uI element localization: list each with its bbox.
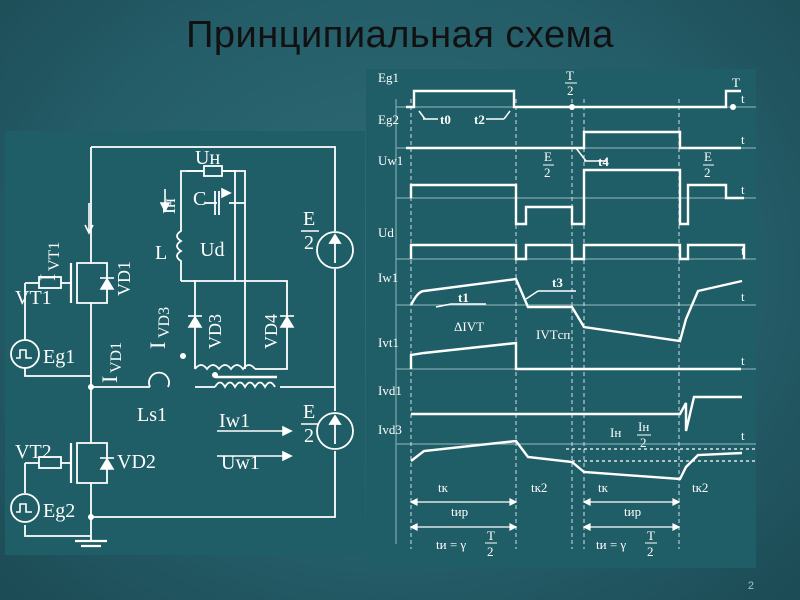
label-ivt1-sub: VT1 <box>46 242 63 271</box>
diode-vd1-icon <box>99 277 115 290</box>
mark-ti-2: tи = γ <box>596 537 626 552</box>
label-ls1: Ls1 <box>137 404 167 426</box>
axis-t-label: t <box>741 132 745 147</box>
mark-ti-2-1: 2 <box>487 544 494 559</box>
page-number: 2 <box>747 580 754 592</box>
axis-t-label: t <box>741 182 745 197</box>
mark-ivt-sp: IVTсп <box>536 327 570 342</box>
load-resistor-icon <box>203 165 223 177</box>
mark-e-half-den-1: 2 <box>544 165 551 180</box>
mark-t-half-den: 2 <box>567 83 574 98</box>
label-vd1-top: VD1 <box>114 261 134 296</box>
mark-t2: t2 <box>474 112 485 127</box>
axis-t-label: t <box>741 353 745 368</box>
label-e-top-den: 2 <box>304 232 314 254</box>
label-iw1: Iw1 <box>219 410 250 432</box>
mark-ti-t-2: T <box>647 528 655 543</box>
mark-tir-2: tир <box>624 504 641 519</box>
label-eg1: Eg1 <box>43 346 75 368</box>
axis-t-label: t <box>741 428 745 443</box>
mark-tir-1: tир <box>451 504 468 519</box>
mark-t-full: T <box>732 75 740 90</box>
circuit-diagram-panel: Uн Iн C L Ud I VT1 VD1 VT1 Eg1 I VD1 I V… <box>5 131 365 555</box>
label-in: Iн <box>159 198 179 214</box>
slide-title: Принципиальная схема <box>186 14 614 56</box>
label-un: Uн <box>195 147 220 169</box>
label-l: L <box>155 242 167 264</box>
axis-t-label: t <box>741 289 745 304</box>
mark-tk2-2: tк2 <box>692 480 708 495</box>
label-ivd1-sub: VD1 <box>108 342 125 373</box>
label-ivd1-i: I <box>97 376 122 383</box>
mark-ti-t-1: T <box>487 528 495 543</box>
mark-ih: Iн <box>610 425 621 440</box>
waveform-row-labels: Eg1 Eg2 Uw1 Ud Iw1 Ivt1 Ivd1 Ivd3 <box>378 70 403 437</box>
mark-e-half-num-2: E <box>704 149 712 164</box>
mark-t1: t1 <box>458 290 469 305</box>
mark-t4: t4 <box>598 154 609 169</box>
mark-e-half-num-1: E <box>544 149 552 164</box>
row-label-eg2: Eg2 <box>378 112 399 127</box>
mark-delta-ivt: ΔIVT <box>454 319 484 334</box>
label-c: C <box>193 188 206 210</box>
axis-t-label: t <box>741 243 745 258</box>
label-ivd3-i: I <box>145 342 170 349</box>
mark-ih-half-den: 2 <box>640 435 647 450</box>
label-ud: Ud <box>200 239 224 261</box>
row-label-ivd1: Ivd1 <box>378 383 402 398</box>
label-ivd3-sub: VD3 <box>156 307 173 338</box>
generator-eg1-icon <box>10 339 40 369</box>
mark-ih-half-num: Iн <box>638 419 649 434</box>
timing-diagram: Eg1 Eg2 Uw1 Ud Iw1 Ivt1 Ivd1 Ivd3 t t t … <box>378 68 771 559</box>
diode-vd4-icon <box>279 315 295 328</box>
mark-e-half-den-2: 2 <box>704 165 711 180</box>
label-vt1: VT1 <box>15 287 52 309</box>
label-eg2: Eg2 <box>43 500 75 522</box>
diode-vd2-icon <box>99 457 115 470</box>
row-label-ivd3: Ivd3 <box>378 422 402 437</box>
label-ivt1-i: I <box>35 274 60 281</box>
row-label-iw1: Iw1 <box>378 270 398 285</box>
generator-eg2-icon <box>10 493 40 523</box>
label-vt2: VT2 <box>15 441 52 463</box>
mark-ti-2-2: 2 <box>647 544 654 559</box>
row-label-ivt1: Ivt1 <box>378 335 399 350</box>
waveform-timing-panel: Eg1 Eg2 Uw1 Ud Iw1 Ivt1 Ivd1 Ivd3 t t t … <box>366 68 771 568</box>
mark-tk-1: tк <box>438 480 449 495</box>
mark-t0: t0 <box>440 112 451 127</box>
mark-t3: t3 <box>552 275 563 290</box>
label-uw1: Uw1 <box>221 452 260 474</box>
label-vd4: VD4 <box>261 314 281 349</box>
label-vd3: VD3 <box>205 314 225 349</box>
diode-vd3-icon <box>187 315 203 328</box>
label-e-bot-den: 2 <box>304 425 314 447</box>
row-label-eg1: Eg1 <box>378 70 399 85</box>
circuit-diagram: Uн Iн C L Ud I VT1 VD1 VT1 Eg1 I VD1 I V… <box>10 146 354 548</box>
axis-t-label: t <box>741 91 745 106</box>
label-e-top-num: E <box>303 208 315 230</box>
row-label-ud: Ud <box>378 225 394 240</box>
row-label-uw1: Uw1 <box>378 153 403 168</box>
mark-t-half-num: T <box>566 69 574 83</box>
label-e-bot-num: E <box>303 401 315 423</box>
mark-ti-1: tи = γ <box>436 537 466 552</box>
label-vd2: VD2 <box>117 451 156 473</box>
mark-tk-2: tк <box>598 480 609 495</box>
mark-tk2-1: tк2 <box>531 480 547 495</box>
